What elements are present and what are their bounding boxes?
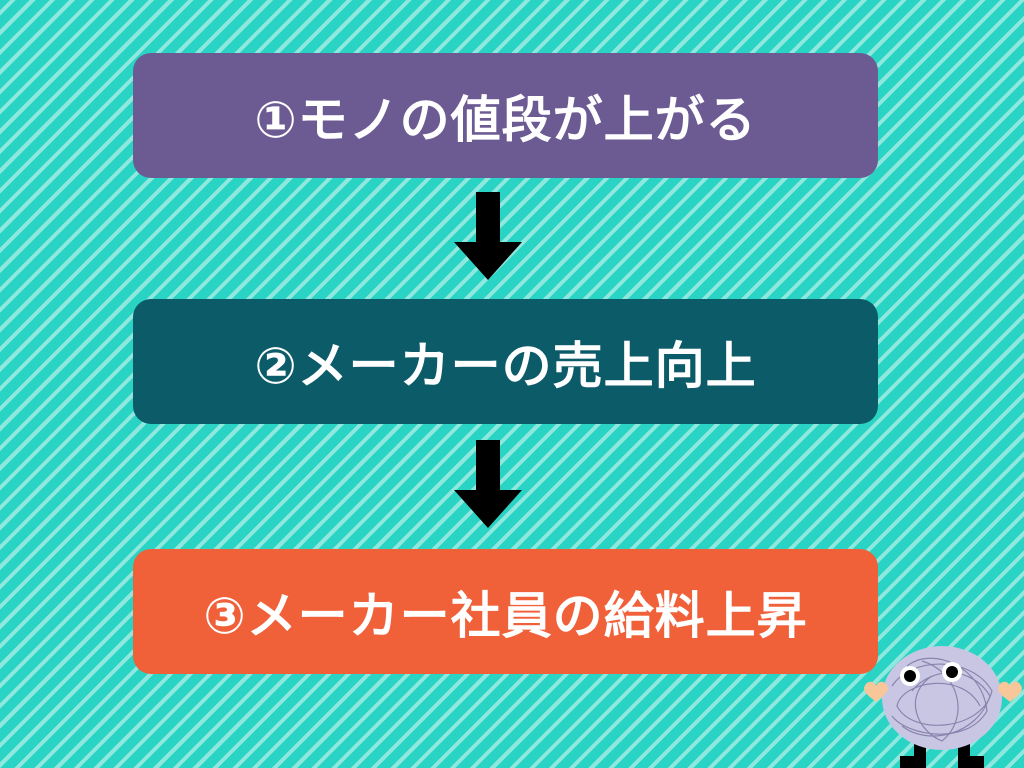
step-1-box: ①モノの値段が上がる [133,53,878,178]
down-arrow-icon [454,192,522,280]
step-3-box: ③メーカー社員の給料上昇 [133,549,878,674]
step-2-box: ②メーカーの売上向上 [133,299,878,424]
step-1-label: ①モノの値段が上がる [254,90,757,149]
step-3-label: ③メーカー社員の給料上昇 [203,586,808,645]
mascot-character [864,646,1022,768]
down-arrow-icon [454,440,522,528]
step-2-label: ②メーカーの売上向上 [254,336,757,395]
